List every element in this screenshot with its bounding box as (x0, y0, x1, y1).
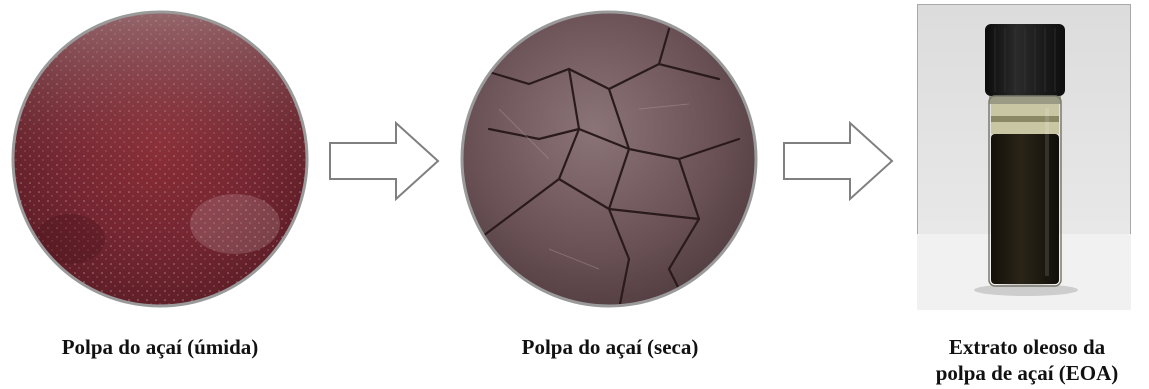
arrow-icon (782, 121, 894, 201)
dry-pulp-caption: Polpa do açaí (seca) (455, 334, 765, 360)
arrow-icon (328, 121, 440, 201)
wet-pulp-caption: Polpa do açaí (úmida) (5, 334, 315, 360)
oil-extract-caption-line2: polpa de açaí (EOA) (905, 360, 1149, 386)
oil-extract-caption-line1: Extrato oleoso da (905, 334, 1149, 360)
dry-pulp-photo (459, 9, 759, 309)
wet-pulp-photo (10, 9, 310, 309)
oil-extract-caption: Extrato oleoso da polpa de açaí (EOA) (905, 334, 1149, 386)
oil-extract-vial-photo (917, 4, 1131, 310)
